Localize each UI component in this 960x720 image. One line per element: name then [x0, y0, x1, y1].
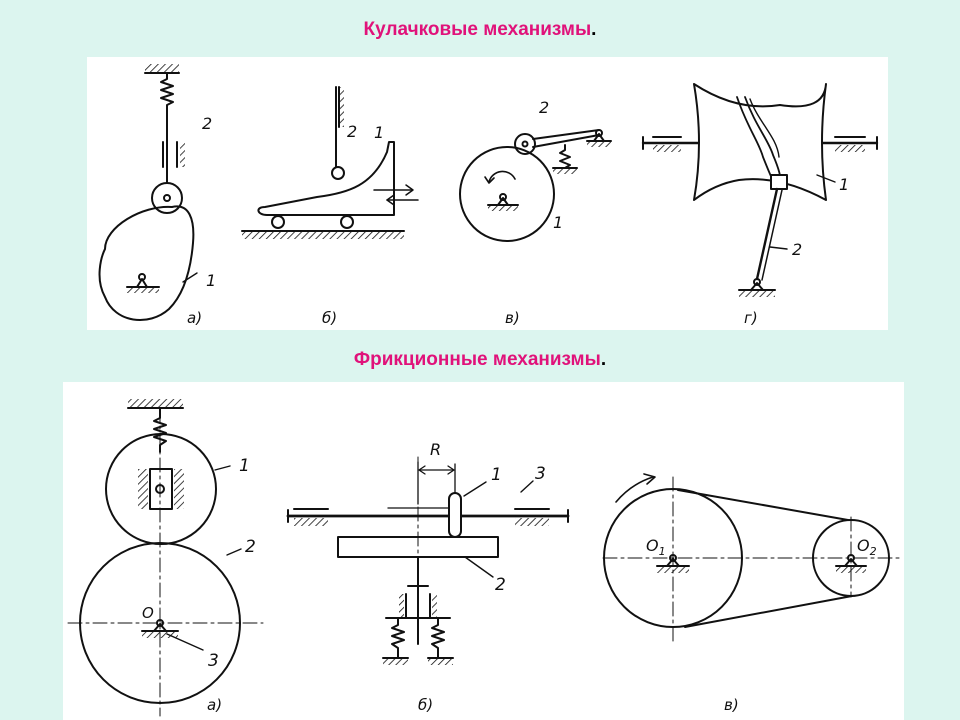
cam-v-part-1: 1: [553, 213, 563, 232]
cam-diagram-a: [98, 64, 198, 322]
friction-mechanisms-drawing: 1 2 3 O R 1 3 2 O1 O2 а) б) в): [67, 399, 904, 717]
friction-b-part-2: 2: [495, 575, 506, 595]
cam-b-part-2: 2: [347, 122, 357, 141]
friction-v-o2-sub: 2: [870, 545, 877, 558]
friction-v-o1-sub: 1: [659, 545, 666, 558]
friction-b-radius-r: R: [430, 440, 441, 459]
cam-b-part-1: 1: [374, 123, 384, 142]
cam-mechanisms-figure: 2 1 2 1 2 1 1 2 а) б) в) г): [87, 57, 888, 330]
friction-mechanisms-title: Фрикционные механизмы.: [0, 349, 960, 371]
friction-mechanisms-figure: 1 2 3 O R 1 3 2 O1 O2 а) б) в): [63, 382, 904, 720]
cam-g-part-1: 1: [839, 175, 849, 194]
friction-v-o2-letter: O: [857, 536, 870, 555]
friction-a-part-3: 3: [208, 651, 219, 671]
cam-label-a: а): [187, 309, 202, 327]
cam-title-dot: .: [591, 19, 597, 40]
friction-v-center-o1: O1: [646, 536, 666, 558]
friction-label-b: б): [418, 696, 433, 714]
friction-title-text: Фрикционные механизмы: [353, 349, 601, 370]
cam-diagram-b: [241, 86, 419, 239]
friction-a-center-o: O: [142, 604, 154, 622]
cam-label-v: в): [505, 309, 520, 327]
friction-label-a: а): [207, 696, 222, 714]
cam-diagram-v: [459, 129, 612, 242]
cam-mechanisms-title: Кулачковые механизмы.: [0, 19, 960, 41]
cam-title-text: Кулачковые механизмы: [363, 19, 592, 40]
friction-diagram-a: [67, 399, 264, 717]
cam-a-part-1: 1: [206, 271, 216, 290]
friction-label-v: в): [724, 696, 739, 714]
friction-a-part-1: 1: [239, 456, 250, 476]
cam-label-g: г): [744, 309, 758, 327]
cam-mechanisms-drawing: 2 1 2 1 2 1 1 2 а) б) в) г): [98, 64, 879, 327]
friction-diagram-b: [286, 456, 570, 665]
friction-v-center-o2: O2: [857, 536, 877, 558]
friction-a-part-2: 2: [245, 537, 256, 557]
friction-b-part-3: 3: [535, 464, 546, 484]
cam-a-part-2: 2: [202, 114, 212, 133]
cam-v-part-2: 2: [539, 98, 549, 117]
cam-diagram-g: [641, 83, 879, 297]
friction-b-part-1: 1: [491, 465, 502, 485]
friction-v-o1-letter: O: [646, 536, 659, 555]
cam-label-b: б): [322, 309, 337, 327]
friction-title-dot: .: [600, 349, 607, 370]
friction-diagram-v: [602, 473, 904, 643]
cam-g-part-2: 2: [792, 240, 802, 259]
